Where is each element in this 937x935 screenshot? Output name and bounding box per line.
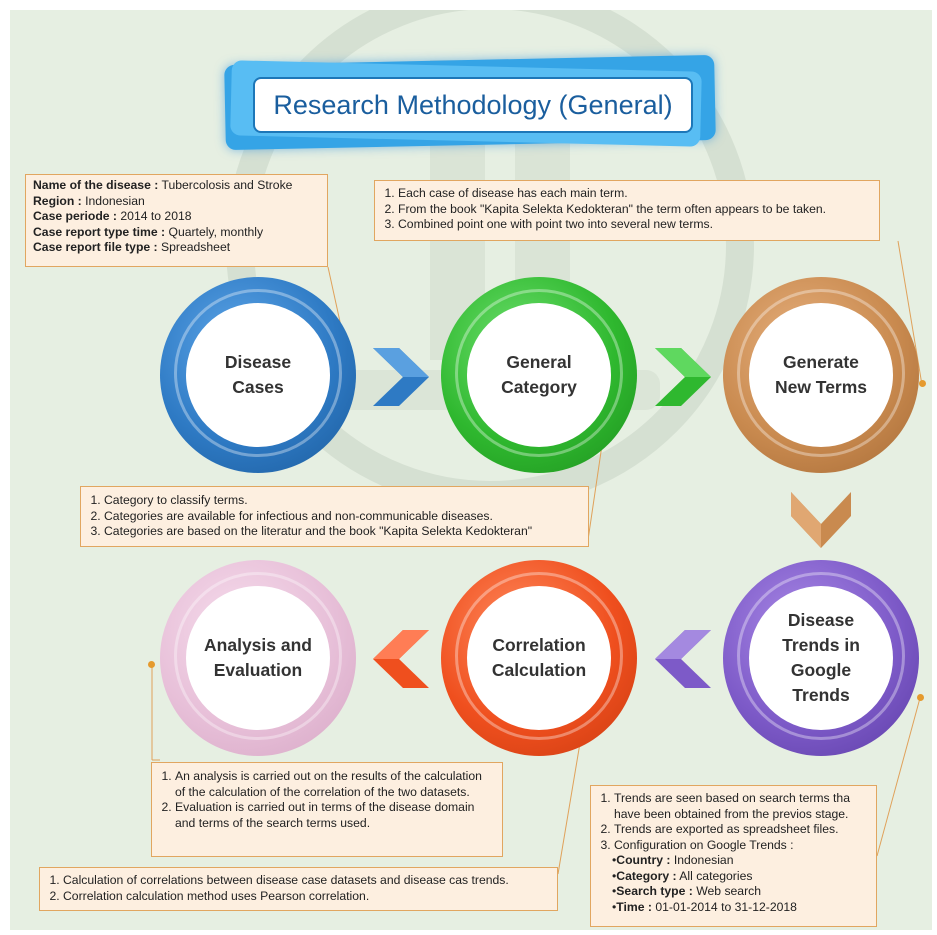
config-item: Time : 01-01-2014 to 31-12-2018	[612, 900, 869, 916]
note-item: Configuration on Google Trends :	[614, 838, 869, 854]
arrow-right-icon	[373, 348, 429, 406]
note-item: Each case of disease has each main term.	[398, 186, 872, 202]
config-item: Category : All categories	[612, 869, 869, 885]
connector-dot	[148, 661, 155, 668]
config-item: Search type : Web search	[612, 884, 869, 900]
note-item: Category to classify terms.	[104, 493, 581, 509]
note-item: Calculation of correlations between dise…	[63, 873, 550, 889]
note-item: Trends are seen based on search terms th…	[614, 791, 869, 822]
note-item: Categories are based on the literatur an…	[104, 524, 581, 540]
page-title: Research Methodology (General)	[253, 77, 693, 133]
connector-dot	[919, 380, 926, 387]
note-item: Evaluation is carried out in terms of th…	[175, 800, 495, 831]
arrow-left-icon	[655, 630, 711, 688]
diagram-canvas: Research Methodology (General) Name of t…	[10, 10, 932, 930]
arrow-right-icon	[655, 348, 711, 406]
note-item: From the book "Kapita Selekta Kedokteran…	[398, 202, 872, 218]
note-disease-info: Name of the disease : Tubercolosis and S…	[25, 174, 328, 267]
arrow-left-icon	[373, 630, 429, 688]
title-banner: Research Methodology (General)	[224, 54, 716, 151]
config-item: Country : Indonesian	[612, 853, 869, 869]
note-terms: Each case of disease has each main term.…	[374, 180, 880, 241]
note-category: Category to classify terms. Categories a…	[80, 486, 589, 547]
note-analysis: An analysis is carried out on the result…	[151, 762, 503, 857]
note-correlation: Calculation of correlations between dise…	[39, 867, 558, 911]
note-item: Categories are available for infectious …	[104, 509, 581, 525]
connector-dot	[917, 694, 924, 701]
arrow-down-icon	[791, 492, 851, 548]
note-item: Trends are exported as spreadsheet files…	[614, 822, 869, 838]
note-item: Correlation calculation method uses Pear…	[63, 889, 550, 905]
note-trends: Trends are seen based on search terms th…	[590, 785, 877, 927]
note-item: Combined point one with point two into s…	[398, 217, 872, 233]
note-item: An analysis is carried out on the result…	[175, 769, 495, 800]
